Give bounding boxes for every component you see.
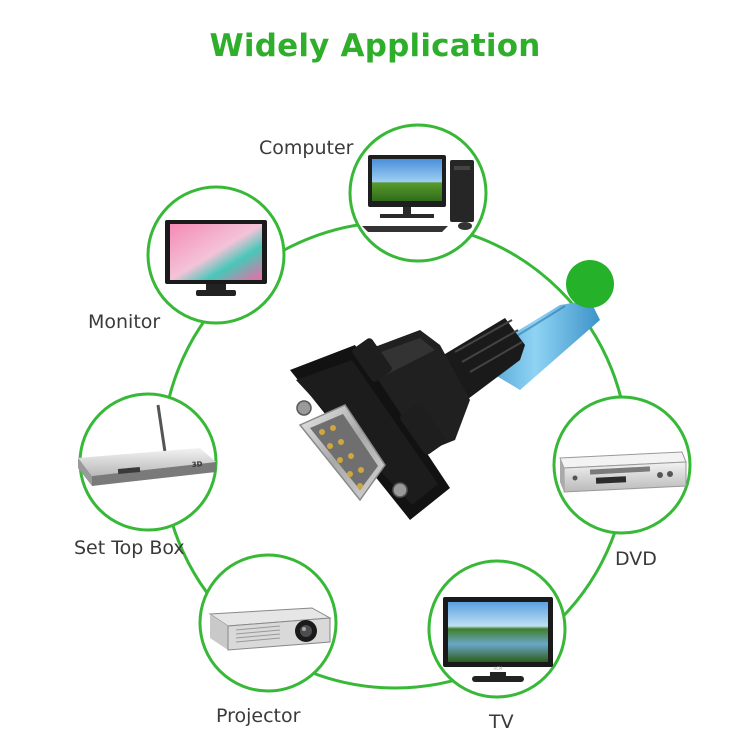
device-circle-set-top-box: 3D xyxy=(78,392,218,532)
projector-icon xyxy=(208,607,332,651)
ring-dot xyxy=(566,260,614,308)
set-top-box-icon: 3D xyxy=(78,404,216,486)
device-circle-monitor xyxy=(146,185,286,325)
label-projector: Projector xyxy=(216,705,301,727)
vga-connector xyxy=(290,318,525,520)
dvd-player-icon xyxy=(559,451,687,493)
label-tv: TV xyxy=(489,711,514,733)
label-monitor: Monitor xyxy=(88,311,161,333)
stb-badge: 3D xyxy=(191,460,203,469)
page-title: Widely Application xyxy=(209,28,541,64)
device-circle-computer xyxy=(348,123,488,263)
device-circle-dvd xyxy=(552,395,692,535)
monitor-icon xyxy=(165,220,267,296)
tv-icon: ACM xyxy=(443,597,553,682)
device-circle-tv: ACM xyxy=(427,559,567,699)
label-dvd: DVD xyxy=(615,548,657,570)
label-computer: Computer xyxy=(259,137,354,159)
computer-icon xyxy=(362,155,474,232)
device-circle-projector xyxy=(198,553,338,693)
tv-badge: ACM xyxy=(494,666,503,671)
label-set-top-box: Set Top Box xyxy=(74,537,185,559)
